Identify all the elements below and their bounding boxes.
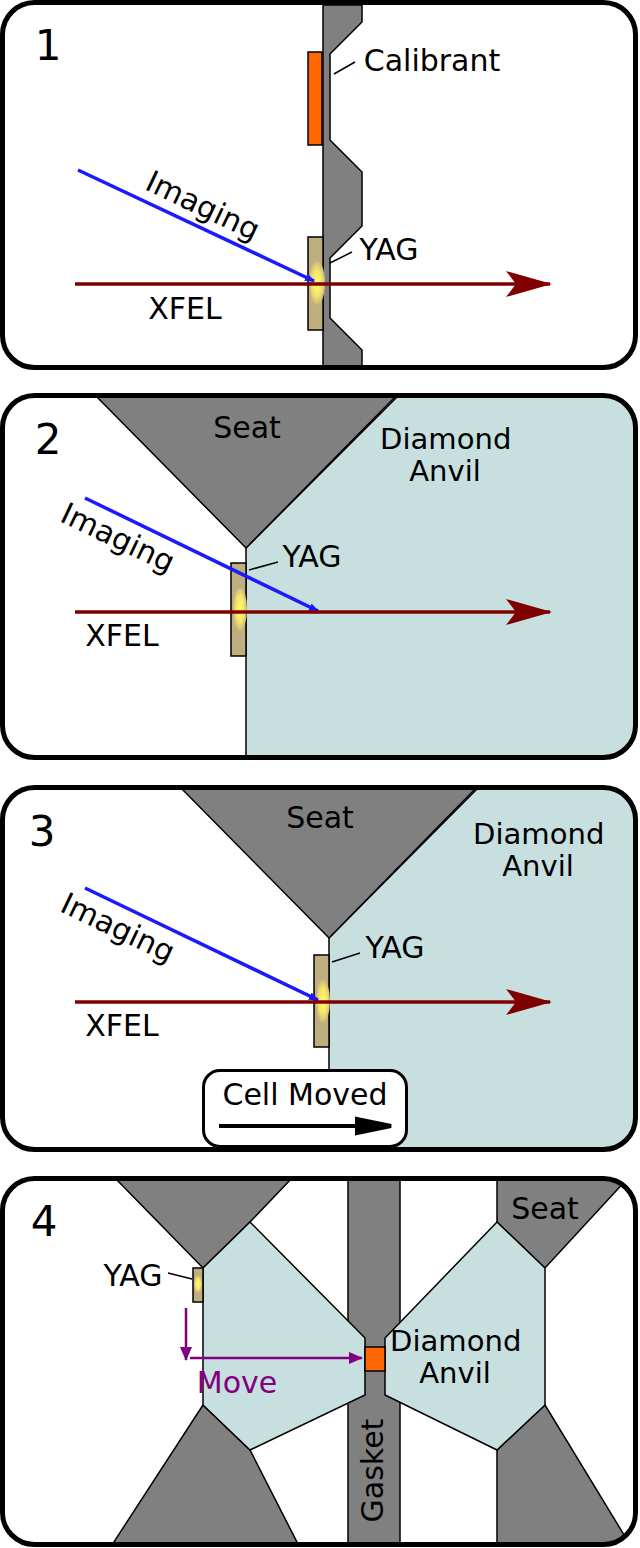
beam-label: Imaging (56, 886, 180, 968)
part-label: YAG (365, 931, 424, 964)
part-label: Diamond Anvil (473, 818, 603, 882)
part-label: YAG (282, 540, 341, 573)
motion-arrow (217, 1115, 393, 1137)
panel-number: 3 (29, 809, 56, 855)
panel-number: 4 (31, 1199, 58, 1245)
beam-label: XFEL (148, 292, 221, 325)
part-label: Gasket (356, 1418, 389, 1522)
part-label: Diamond Anvil (390, 1325, 520, 1389)
beam-label: XFEL (85, 619, 158, 652)
caption-box: Cell Moved (202, 1069, 408, 1148)
panel-1 (3, 3, 636, 368)
part-label: Seat (213, 411, 281, 444)
part-label: YAG (103, 1259, 162, 1292)
move-label: Move (197, 1366, 277, 1399)
part-label: Diamond Anvil (380, 423, 510, 487)
panel-2 (75, 395, 636, 758)
panel-number: 1 (35, 23, 62, 69)
panel-3 (75, 787, 636, 1150)
panel-number: 2 (35, 417, 62, 463)
beam-label: Imaging (141, 164, 265, 246)
part-label: Seat (511, 1192, 579, 1225)
part-label: Calibrant (364, 44, 501, 77)
part-label: Seat (286, 801, 354, 834)
beam-label: XFEL (85, 1009, 158, 1042)
box-text: Cell Moved (217, 1078, 393, 1111)
part-label: YAG (359, 233, 418, 266)
panel-4 (110, 1178, 632, 1545)
